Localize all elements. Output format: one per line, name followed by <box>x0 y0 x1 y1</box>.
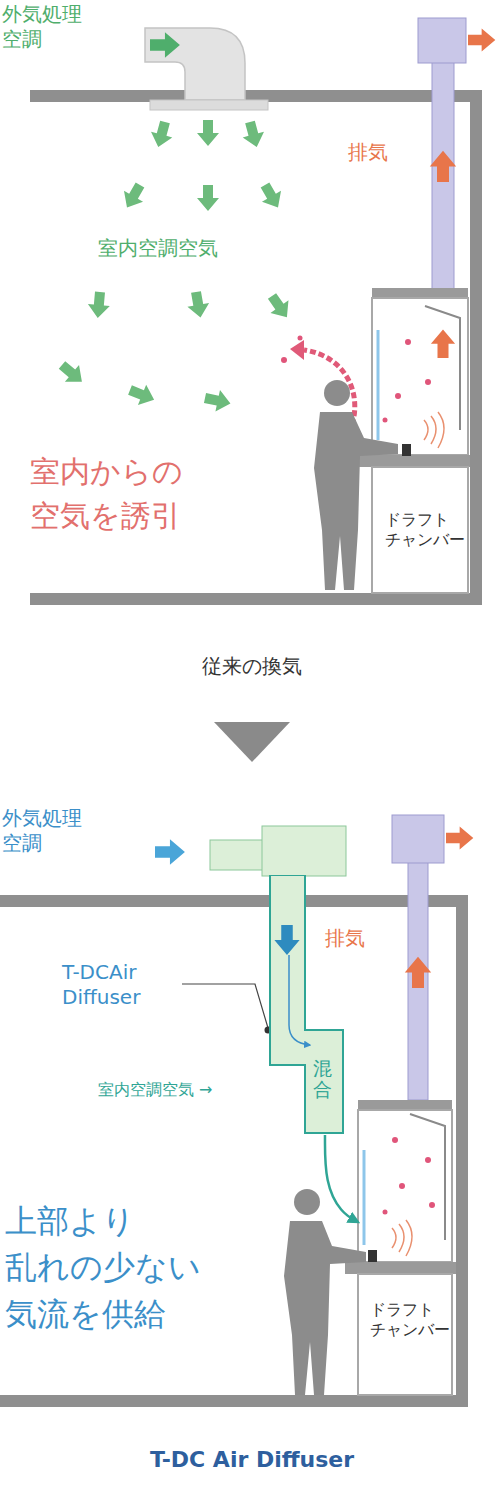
diffuser-box: 混合 <box>268 875 345 1135</box>
sash <box>377 330 380 440</box>
mixing-flow <box>289 955 310 1045</box>
baffle <box>410 1114 445 1240</box>
diffuser-body <box>270 875 343 1133</box>
hood-top <box>358 1100 452 1110</box>
fume-waves <box>424 412 444 448</box>
contaminant-dots <box>281 336 431 423</box>
fume-hood <box>345 1100 456 1395</box>
room-structure <box>0 895 468 1407</box>
exhaust-arrow <box>430 151 456 182</box>
air-arrow <box>117 180 149 214</box>
air-arrow <box>239 119 267 150</box>
exhaust-fan-box <box>418 18 466 63</box>
transition-arrow <box>214 722 290 762</box>
duct-elbow <box>145 28 245 100</box>
air-arrow <box>126 380 158 410</box>
hood-top <box>372 288 468 298</box>
cabinet <box>372 467 468 593</box>
air-arrow <box>148 119 176 150</box>
bench-top <box>345 1262 456 1274</box>
induced-air <box>281 336 444 449</box>
exhaust-arrow <box>405 957 431 988</box>
floor <box>0 1395 468 1407</box>
part-name: T-DCAir Diffuser <box>62 960 140 1010</box>
exhaust-label: 排気 <box>348 140 388 165</box>
fume-hood-box: ドラフト チャンバー <box>358 1110 454 1395</box>
exhaust-label: 排気 <box>325 926 365 951</box>
exhaust-fan-box <box>392 815 444 863</box>
mixing-label: 混合 <box>313 1058 332 1100</box>
supply-airflow <box>325 1135 358 1222</box>
hood-body <box>372 298 468 455</box>
arrow-head <box>290 340 304 360</box>
baffle <box>425 306 460 430</box>
air-arrow <box>197 185 219 211</box>
source-label: 外気処理 空調 <box>2 2 82 52</box>
ceiling-diffuser <box>150 100 268 110</box>
exhaust-arrow <box>431 329 455 358</box>
intake-arrow <box>155 839 185 864</box>
equipment-label: ドラフト チャンバー <box>385 510 465 550</box>
person <box>314 380 411 590</box>
contaminant-dots <box>383 1137 436 1215</box>
air-arrow <box>87 291 111 319</box>
floor <box>30 593 482 605</box>
panel-caption: 従来の換気 <box>0 654 504 679</box>
air-label: 室内空調空気 → <box>98 1080 213 1100</box>
right-wall <box>470 90 482 605</box>
sash <box>363 1150 366 1245</box>
equipment-label: ドラフト チャンバー <box>370 1300 450 1340</box>
air-arrow <box>197 120 219 146</box>
problem-note: 室内からの 空気を誘引 <box>30 450 183 537</box>
diffuser-callout <box>182 984 272 1034</box>
air-label: 室内空調空気 <box>98 236 218 261</box>
air-arrow <box>55 357 89 391</box>
right-wall <box>456 895 468 1407</box>
air-arrow <box>263 290 296 324</box>
exhaust-duct <box>392 815 473 1100</box>
panel-caption: T-DC Air Diffuser <box>0 1446 504 1474</box>
cabinet <box>358 1274 452 1395</box>
intake-duct <box>145 28 268 110</box>
person <box>284 1189 377 1395</box>
exhaust-arrow <box>446 826 473 849</box>
air-arrow <box>203 387 233 414</box>
duct-box <box>262 826 346 876</box>
exhaust-arrow <box>468 28 495 51</box>
room-structure <box>30 90 482 605</box>
air-arrow <box>185 290 211 319</box>
intake-duct <box>155 826 346 876</box>
source-label: 外気処理 空調 <box>2 806 82 856</box>
duct <box>210 840 270 870</box>
fume-waves <box>392 1220 412 1256</box>
hood-body <box>358 1110 452 1262</box>
intake-arrow <box>150 32 180 57</box>
ceiling <box>0 895 468 907</box>
leader-line <box>182 984 268 1028</box>
benefit-note: 上部より 乱れの少ない 気流を供給 <box>5 1198 201 1337</box>
air-arrow <box>255 180 287 214</box>
flow-arrow <box>274 925 299 955</box>
fume-hood-box: ドラフト チャンバー <box>372 298 469 593</box>
diffuser-outline <box>268 875 345 1135</box>
supply-air-arrows <box>55 119 296 414</box>
bench-top <box>358 455 470 467</box>
